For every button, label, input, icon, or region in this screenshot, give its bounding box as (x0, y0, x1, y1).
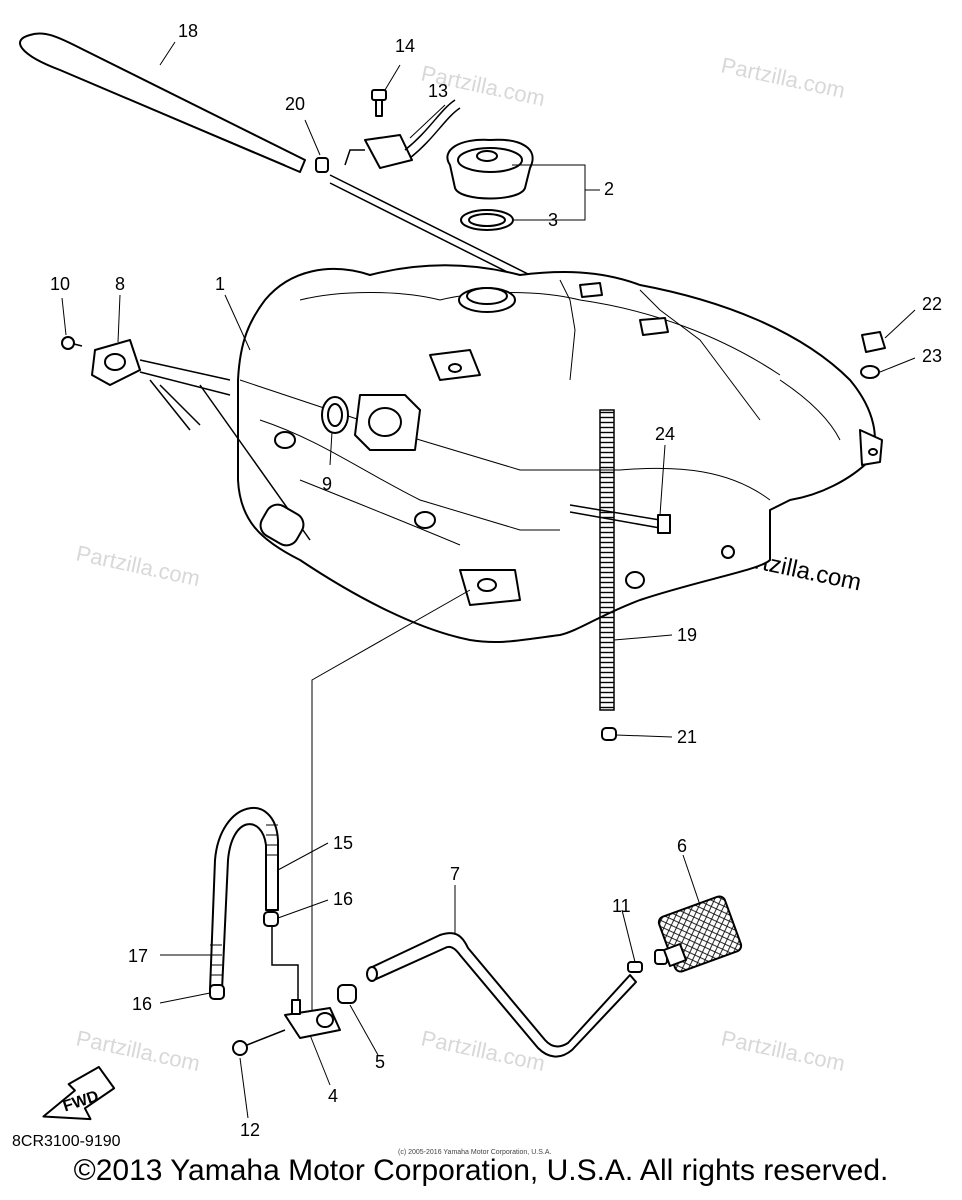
part-23-washer (860, 365, 880, 379)
callout-14: 14 (395, 36, 415, 56)
part-4-fuel-cock (271, 925, 341, 1039)
watermark-text: Partzilla.com (719, 52, 847, 103)
leader-line (311, 589, 471, 1010)
part-19-vent-hose (599, 409, 615, 711)
part-16-clip-upper (263, 911, 279, 927)
callout-18: 18 (178, 21, 198, 41)
part-1-fuel-tank (237, 264, 883, 644)
part-22-nut (861, 331, 886, 353)
callout-22: 22 (922, 294, 942, 314)
callout-12: 12 (240, 1120, 260, 1140)
part-18-breather-hose (19, 32, 306, 173)
part-24-band (569, 504, 671, 534)
callout-21: 21 (677, 727, 697, 747)
callout-6: 6 (677, 836, 687, 856)
callout-15: 15 (333, 833, 353, 853)
watermark-text: Partzilla.com (74, 540, 202, 591)
part-20-clip (315, 157, 329, 173)
callout-3: 3 (548, 210, 558, 230)
callout-13: 13 (428, 81, 448, 101)
callout-10: 10 (50, 274, 70, 294)
part-5-collar (337, 984, 357, 1004)
part-11-clip (627, 961, 643, 973)
callout-2: 2 (604, 179, 614, 199)
callout-4: 4 (328, 1086, 338, 1106)
part-8-sender-unit (91, 339, 311, 547)
part-7-fuel-pipe (366, 932, 637, 1058)
fwd-arrow-icon: FWD (42, 1065, 116, 1121)
part-16-clip-lower (209, 984, 225, 1000)
part-17-hose (209, 807, 279, 991)
callout-11: 11 (612, 896, 631, 916)
copyright-notice: ©2013 Yamaha Motor Corporation, U.S.A. A… (73, 1154, 889, 1187)
callout-24: 24 (655, 424, 675, 444)
part-3-gasket (460, 209, 514, 231)
callout-16-lower: 16 (132, 994, 152, 1014)
part-6-fuel-filter (654, 895, 743, 973)
diagram-code: 8CR3100-9190 (12, 1133, 121, 1150)
part-21-clip (601, 727, 617, 741)
callout-9: 9 (322, 474, 332, 494)
callout-7: 7 (450, 864, 460, 884)
part-13-joint (344, 99, 461, 169)
callout-20: 20 (285, 94, 305, 114)
part-9-grommet (321, 396, 349, 434)
callout-17: 17 (128, 946, 148, 966)
watermark-text: Partzilla.com (719, 1025, 847, 1076)
part-12-screw (232, 1029, 286, 1056)
callout-5: 5 (375, 1052, 385, 1072)
part-14-bolt (371, 89, 387, 117)
watermark-text: Partzilla.com (74, 1025, 202, 1076)
part-2-fuel-cap (446, 138, 534, 200)
small-copyright: (c) 2005-2016 Yamaha Motor Corporation, … (398, 1149, 551, 1156)
callout-leaders (61, 41, 916, 1119)
callout-8: 8 (115, 274, 125, 294)
callout-23: 23 (922, 346, 942, 366)
callout-19: 19 (677, 625, 697, 645)
callout-16-upper: 16 (333, 889, 353, 909)
part-10-screw (61, 336, 83, 350)
callout-labels: 18 14 13 20 2 3 1 8 10 22 23 24 9 19 21 … (50, 21, 942, 1140)
callout-1: 1 (215, 274, 225, 294)
